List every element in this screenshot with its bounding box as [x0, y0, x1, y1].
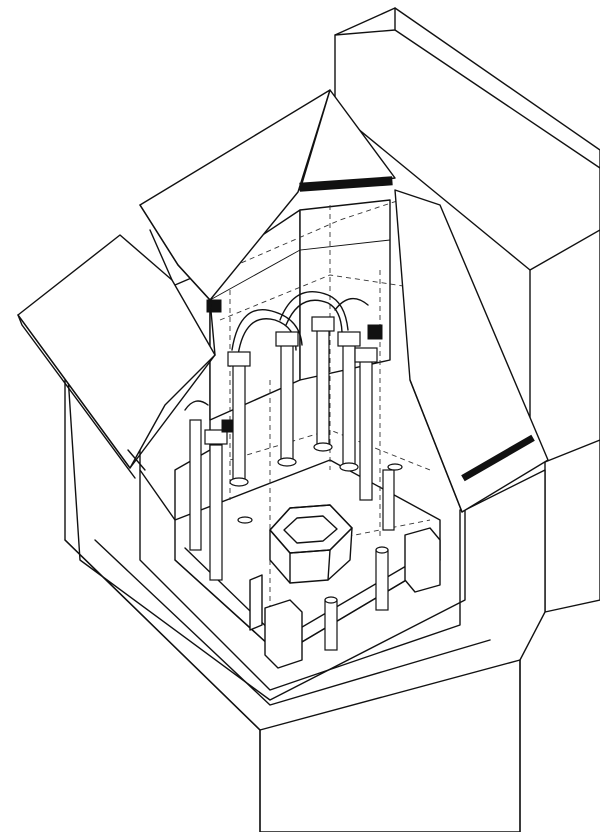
- column-back-right: [342, 344, 356, 466]
- outer-wall-enclosure: [64, 329, 546, 832]
- back-arcade: [184, 291, 369, 487]
- column-right-mid: [359, 359, 373, 501]
- front-piers: [237, 463, 441, 669]
- hexagonal-font: [269, 504, 353, 584]
- roof-back-left: [139, 89, 331, 301]
- roof-back-right: [299, 89, 396, 192]
- column-back-left: [232, 364, 246, 481]
- column-back-mid-left: [280, 344, 294, 461]
- column-right-front: [382, 469, 395, 531]
- roof-edges: [17, 229, 216, 479]
- column-left-front: [189, 419, 202, 551]
- column-back-mid-right: [316, 329, 330, 446]
- column-left-mid: [209, 444, 223, 581]
- column-stump-front: [324, 599, 338, 651]
- column-stump-right: [375, 549, 389, 611]
- side-colonnades: [189, 347, 395, 581]
- roof-right: [394, 189, 549, 513]
